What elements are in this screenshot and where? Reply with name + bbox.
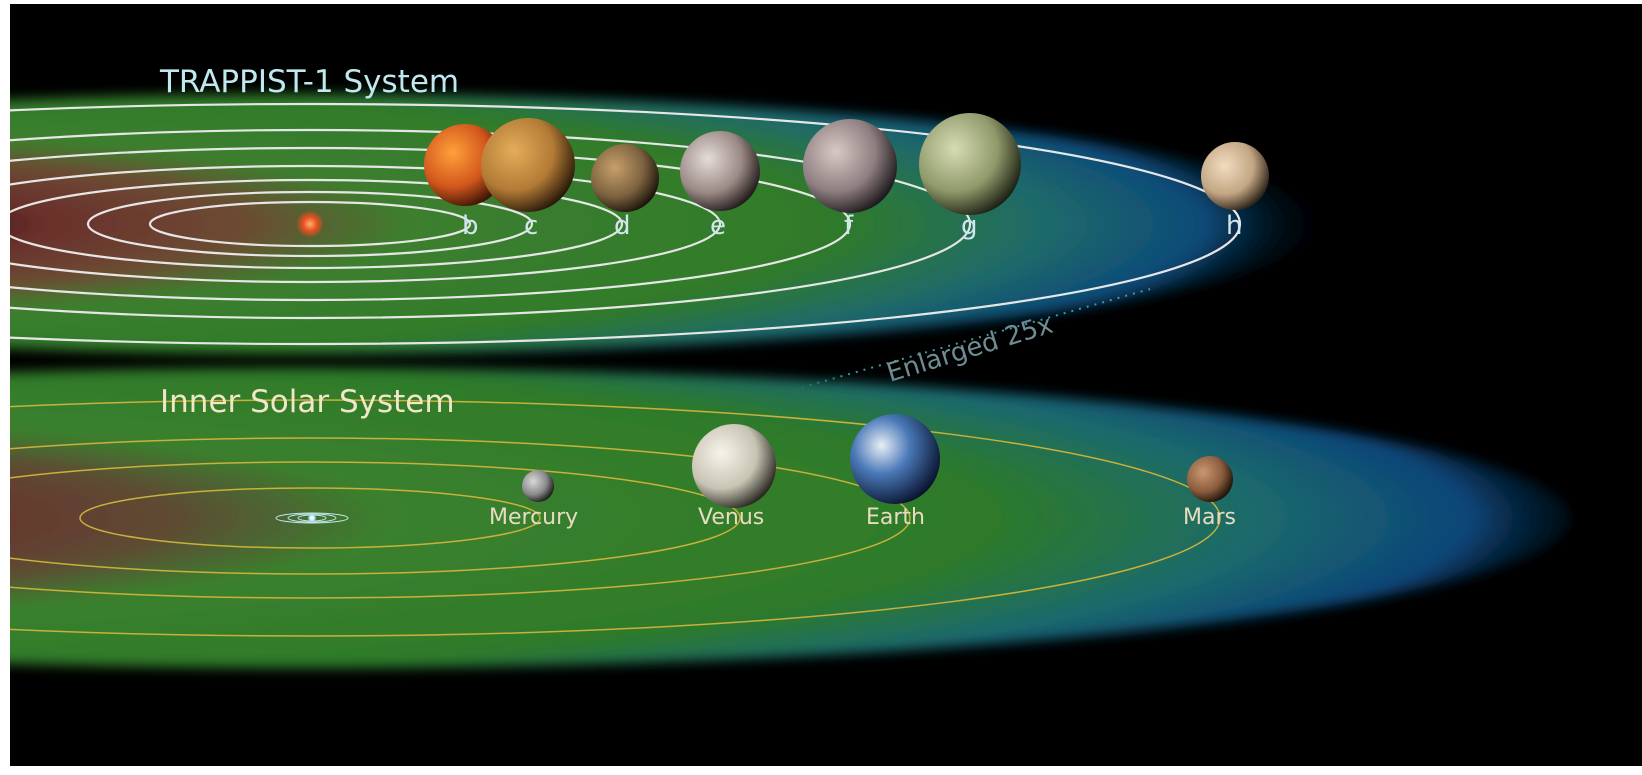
solar-zone-gradient xyxy=(10,368,1570,668)
solar-planets xyxy=(522,414,1233,508)
solar-zones xyxy=(10,368,1570,668)
planet-mars-label: Mars xyxy=(1183,505,1236,530)
planet-h-icon xyxy=(1201,142,1269,210)
trappist-zone-gradient xyxy=(10,94,1320,354)
trappist-orbits xyxy=(10,102,1241,346)
trappist-labels: b c d e f g h xyxy=(462,211,1242,241)
orbit-earth xyxy=(10,437,911,599)
orbit-venus xyxy=(10,461,741,575)
planet-c-icon xyxy=(481,118,575,212)
planet-venus-icon xyxy=(692,424,776,508)
planet-earth-label: Earth xyxy=(866,505,925,530)
planet-e-icon xyxy=(680,131,760,211)
planet-h-label: h xyxy=(1226,211,1242,241)
orbit-d xyxy=(10,178,624,270)
orbit-b xyxy=(148,200,472,248)
trappist-star-icon xyxy=(296,210,324,238)
planet-d-label: d xyxy=(614,211,631,241)
orbit-diagram: b c d e f g h TRAPPIST-1 System Enlarged… xyxy=(10,64,1570,668)
planet-g-icon xyxy=(919,113,1021,215)
planet-venus-label: Venus xyxy=(698,505,764,530)
solar-title: Inner Solar System xyxy=(160,384,455,420)
planet-e-label: e xyxy=(710,211,726,241)
orbit-h xyxy=(10,102,1241,346)
planet-mercury-label: Mercury xyxy=(489,505,578,530)
planet-mercury-icon xyxy=(522,470,554,502)
orbit-f xyxy=(10,146,851,302)
orbit-mars xyxy=(10,399,1221,637)
trappist-planets xyxy=(424,113,1269,215)
planet-d-icon xyxy=(591,144,659,212)
orbit-g xyxy=(10,128,971,320)
trappist-zones xyxy=(10,94,1320,354)
solar-labels: Mercury Venus Earth Mars xyxy=(489,505,1236,530)
planet-b-label: b xyxy=(462,211,479,241)
orbit-c xyxy=(86,190,534,258)
sun-icon xyxy=(307,513,317,523)
planet-mars-icon xyxy=(1187,456,1233,502)
solar-orbits xyxy=(10,399,1221,637)
planet-f-label: f xyxy=(844,211,854,241)
planet-g-label: g xyxy=(961,211,978,241)
diagram-frame: b c d e f g h TRAPPIST-1 System Enlarged… xyxy=(10,4,1642,766)
planet-b-icon xyxy=(424,124,506,206)
planet-f-icon xyxy=(803,119,897,213)
orbit-e xyxy=(10,164,721,284)
orbit-mercury xyxy=(79,487,541,549)
trappist-title: TRAPPIST-1 System xyxy=(159,64,459,100)
planet-c-label: c xyxy=(524,211,538,241)
planet-earth-icon xyxy=(850,414,940,504)
